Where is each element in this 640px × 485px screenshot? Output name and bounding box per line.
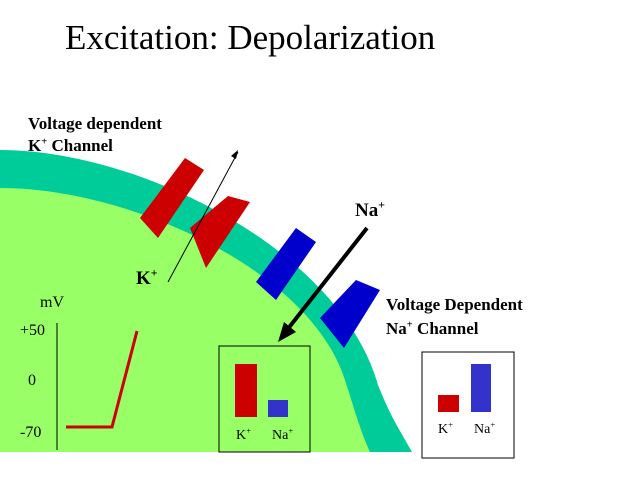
- k-permeability-bar: [235, 364, 257, 417]
- k-ion-label: K+: [136, 266, 158, 289]
- k-channel-subunit: [190, 196, 250, 268]
- graph-unit-label: mV: [40, 294, 64, 311]
- graph-tick-label: -70: [20, 424, 42, 441]
- k-channel-label-line1: Voltage dependent: [28, 114, 162, 133]
- na-bar-label: Na+: [272, 425, 294, 443]
- na-influx-arrowhead: [278, 322, 296, 342]
- k-channel-subunit: [140, 158, 204, 238]
- na-influx-arrow: [285, 226, 369, 332]
- cell-cytoplasm: [0, 188, 370, 452]
- k-permeability-bar: [438, 395, 459, 412]
- graph-tick-label: 0: [28, 372, 36, 389]
- na-channel-subunit: [320, 280, 380, 348]
- na-channel-subunit: [256, 228, 316, 300]
- action-potential-trace: [66, 330, 139, 429]
- na-permeability-bar: [471, 364, 491, 412]
- na-channel-label: Voltage Dependent Na+ Channel: [386, 293, 523, 341]
- permeability-box-inside: [218, 345, 311, 453]
- na-channel-label-line2: Na+ Channel: [386, 319, 479, 338]
- k-bar-label: K+: [236, 425, 252, 443]
- na-bar-label: Na+: [474, 419, 496, 437]
- na-permeability-bar: [268, 400, 288, 417]
- na-ion-label: Na+: [355, 198, 385, 221]
- na-channel-label-line1: Voltage Dependent: [386, 295, 523, 314]
- k-bar-label: K+: [438, 419, 454, 437]
- k-channel-label-line2: K+ Channel: [28, 136, 113, 155]
- k-channel-label: Voltage dependent K+ Channel: [28, 113, 162, 157]
- k-efflux-arrow: [167, 151, 239, 283]
- k-efflux-arrowhead: [231, 150, 238, 159]
- slide-title: Excitation: Depolarization: [65, 18, 436, 57]
- graph-tick-label: +50: [20, 322, 46, 339]
- permeability-box-outside: [421, 351, 515, 459]
